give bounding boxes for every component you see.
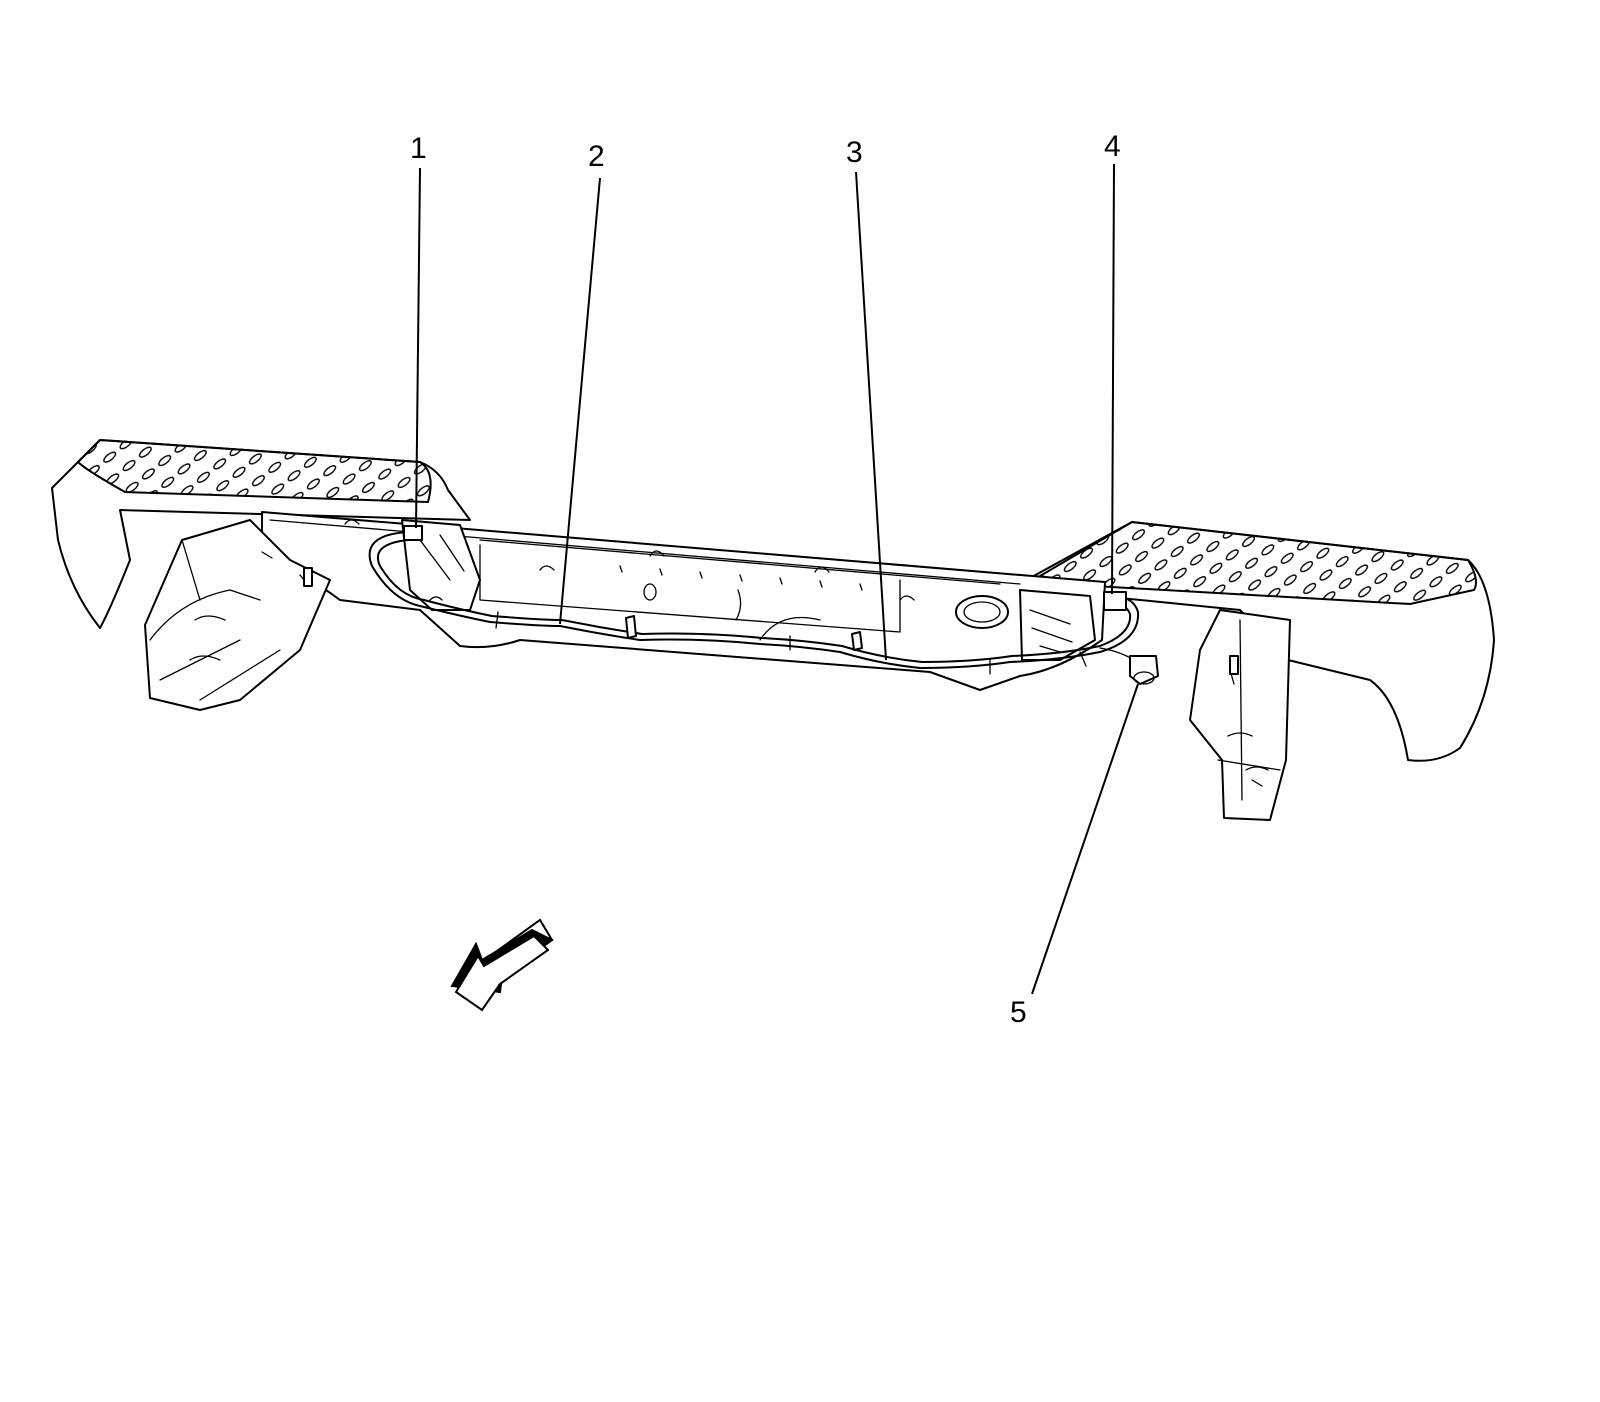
right-step-tread	[1037, 520, 1477, 606]
left-bracket-bolts	[189, 551, 309, 661]
callout-1-label: 1	[410, 132, 427, 165]
front-direction-arrow-icon	[450, 918, 554, 1012]
beam-round-hole	[955, 595, 1009, 629]
connector-5-seal	[1133, 671, 1155, 685]
callout-4-label: 4	[1104, 130, 1121, 163]
harness-wire-inner	[377, 539, 1132, 663]
beam-lower-panel	[479, 544, 901, 633]
beam-clips	[344, 519, 915, 601]
callout-2-label: 2	[588, 140, 605, 173]
beam-round-hole-inner	[963, 601, 1001, 623]
callout-5-label: 5	[1010, 996, 1027, 1029]
left-mount-bracket	[144, 519, 331, 711]
leader-4	[1111, 163, 1115, 595]
beam-hook	[735, 589, 742, 621]
right-inner-plate-lines	[1029, 609, 1073, 653]
beam-arch	[759, 616, 821, 641]
callout-leaders	[415, 163, 1139, 995]
leader-1	[415, 167, 421, 529]
right-bracket-bolts	[1227, 732, 1269, 771]
leader-3	[855, 171, 887, 661]
harness-clips	[495, 611, 1087, 675]
leader-5	[1031, 683, 1139, 995]
left-bracket-lines	[159, 539, 281, 701]
left-inner-plate-lines	[419, 534, 465, 601]
right-bracket-lines	[1217, 619, 1281, 801]
connectors	[403, 525, 1159, 685]
beam-ticks	[619, 565, 863, 591]
leader-2	[559, 177, 601, 625]
rear-bumper-illustration	[51, 438, 1495, 821]
harness-pins	[303, 567, 1239, 675]
wiring-harness	[303, 531, 1239, 675]
connector-5-icon	[1129, 655, 1159, 685]
connector-1-icon	[403, 525, 423, 541]
connector-4-icon	[1103, 591, 1127, 611]
harness-wire	[368, 531, 1140, 669]
left-step-tread	[76, 438, 432, 504]
beam-hole-small	[643, 583, 657, 601]
left-bracket-edge	[149, 589, 261, 641]
callout-3-label: 3	[846, 136, 863, 169]
callout-labels: 1 2 3 4 5	[410, 130, 1121, 1029]
